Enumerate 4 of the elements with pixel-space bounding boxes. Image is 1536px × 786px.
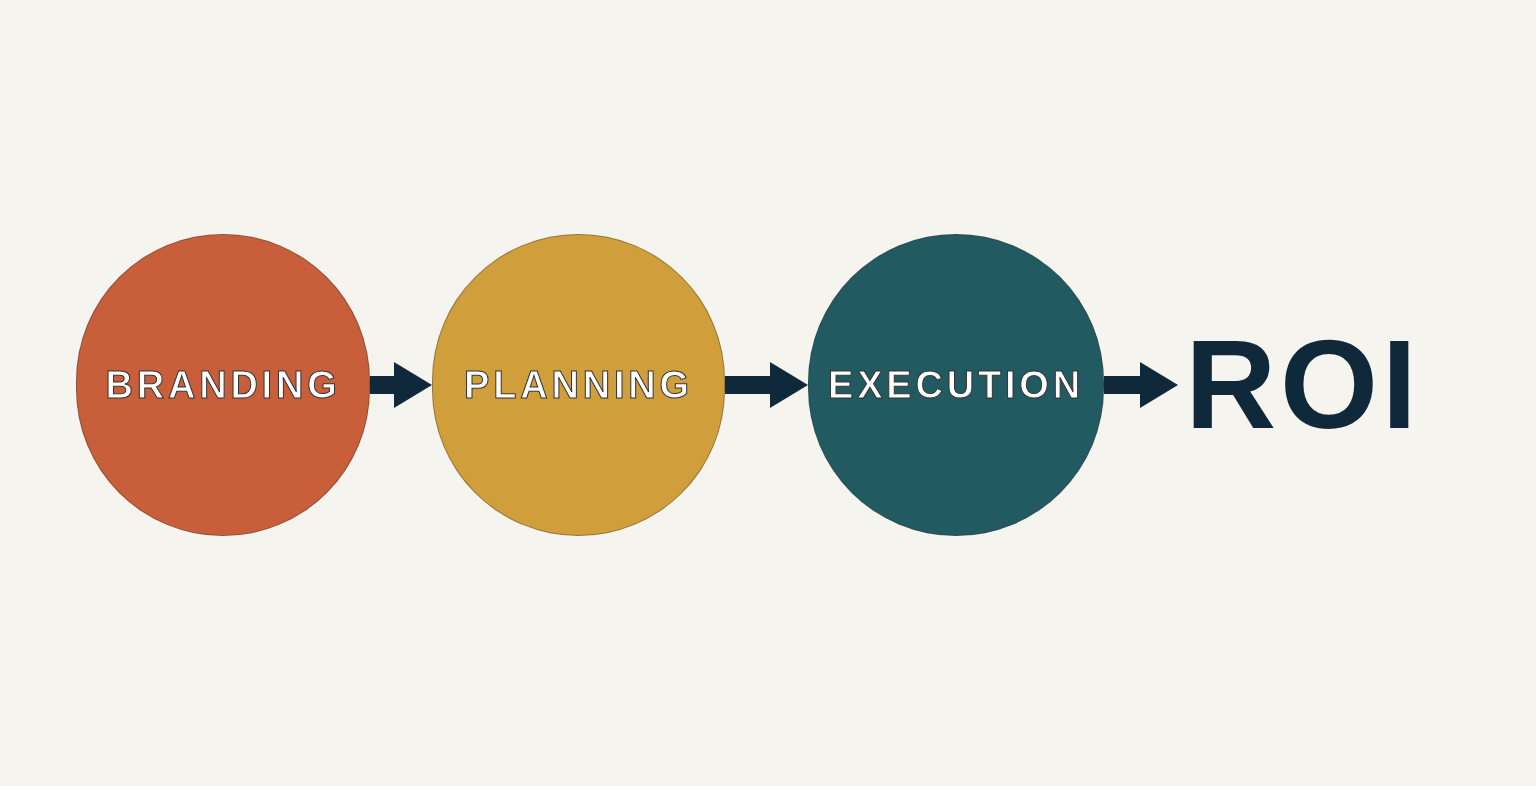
arrow — [370, 362, 432, 408]
arrow — [725, 362, 808, 408]
arrow — [1104, 362, 1178, 408]
result-text: ROI — [1178, 320, 1428, 450]
